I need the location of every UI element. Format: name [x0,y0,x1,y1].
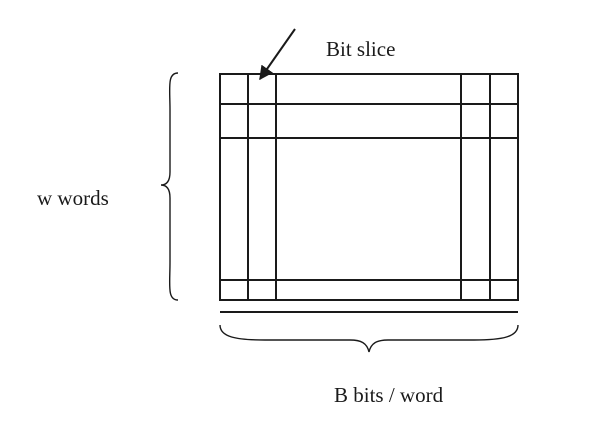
word-count-brace [160,72,179,301]
array-outline [219,73,519,301]
bit-slice-label: Bit slice [326,37,395,61]
bits-per-word-brace [219,324,519,353]
memory-array-grid [219,73,519,301]
word-count-label: w words [37,186,109,210]
bit-slice-arrow [259,28,296,81]
bits-per-word-label: B bits / word [334,383,444,407]
